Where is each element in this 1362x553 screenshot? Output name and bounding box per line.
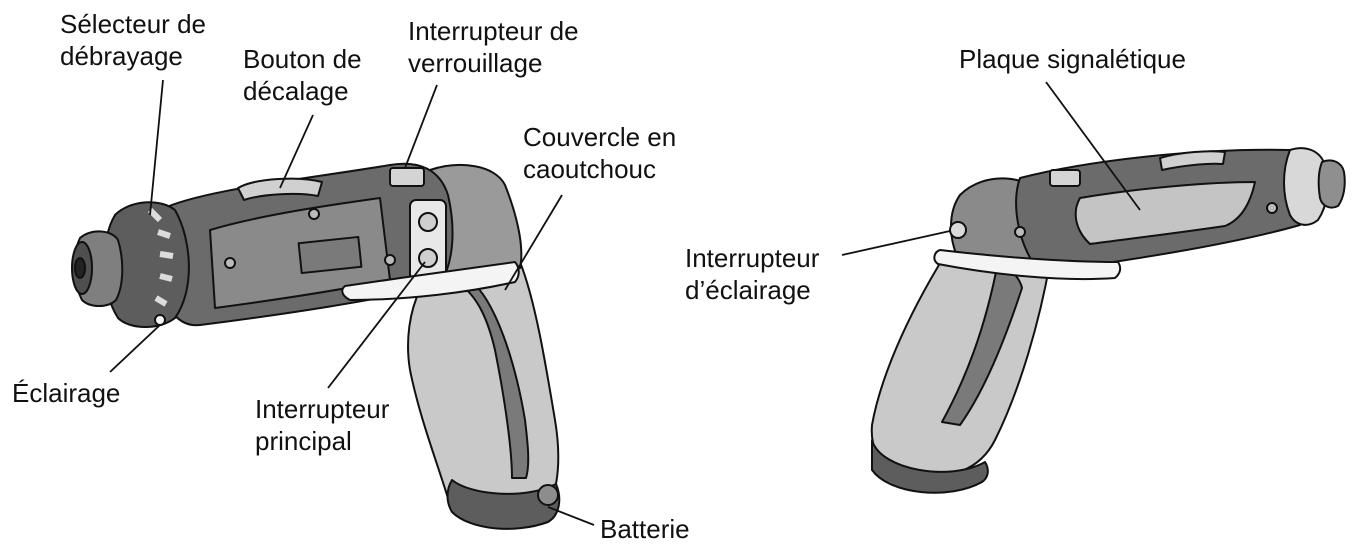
label-line: Plaque signalétique <box>959 43 1186 75</box>
label-couvercle-caoutchouc: Couvercle en caoutchouc <box>523 121 676 185</box>
leader-verrouillage <box>405 85 437 168</box>
label-line: Interrupteur <box>255 393 389 425</box>
label-line: débrayage <box>60 40 206 72</box>
label-line: décalage <box>243 75 362 107</box>
right-chuck <box>1319 160 1345 207</box>
label-line: caoutchouc <box>523 153 676 185</box>
label-line: Interrupteur <box>685 242 819 274</box>
label-interrupteur-eclairage: Interrupteur d’éclairage <box>685 242 819 306</box>
left-lock-top <box>390 168 424 186</box>
label-interrupteur-principal: Interrupteur principal <box>255 393 389 457</box>
right-screwdriver <box>872 148 1345 493</box>
right-grip <box>872 250 1050 477</box>
label-line: Éclairage <box>12 377 120 409</box>
left-battery-button <box>538 485 558 505</box>
left-bit-hole <box>75 258 85 278</box>
label-bouton-decalage: Bouton de décalage <box>243 43 362 107</box>
left-screwdriver <box>72 164 559 529</box>
leader-selecteur <box>150 80 163 215</box>
label-line: Couvercle en <box>523 121 676 153</box>
left-body-window <box>299 237 362 273</box>
label-plaque-signaletique: Plaque signalétique <box>959 43 1186 75</box>
leader-interrupteur-eclairage <box>842 231 950 255</box>
left-lock-switch <box>419 213 437 231</box>
left-light-lens <box>155 315 165 325</box>
leader-eclairage <box>110 325 160 372</box>
label-line: Bouton de <box>243 43 362 75</box>
label-interrupteur-verrouillage: Interrupteur de verrouillage <box>408 15 579 79</box>
label-line: Interrupteur de <box>408 15 579 47</box>
label-eclairage: Éclairage <box>12 377 120 409</box>
label-line: verrouillage <box>408 47 579 79</box>
label-line: Sélecteur de <box>60 8 206 40</box>
label-batterie: Batterie <box>600 513 690 545</box>
label-line: principal <box>255 425 389 457</box>
right-light-switch <box>950 222 966 238</box>
label-line: d’éclairage <box>685 274 819 306</box>
label-selecteur-debrayage: Sélecteur de débrayage <box>60 8 206 72</box>
left-main-switch <box>419 249 437 267</box>
right-lock-top <box>1050 170 1080 186</box>
label-line: Batterie <box>600 513 690 545</box>
